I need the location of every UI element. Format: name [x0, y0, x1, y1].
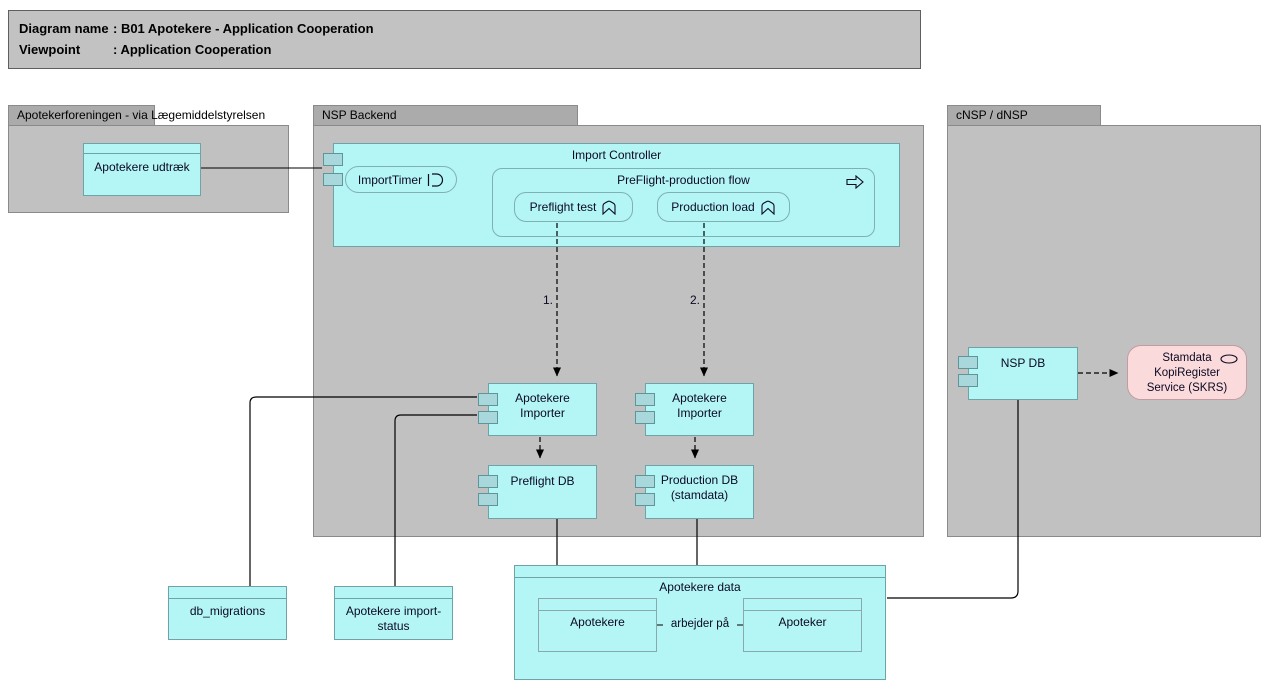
- group-nsp-backend-label: NSP Backend: [322, 108, 397, 122]
- node-preflight-db-label: Preflight DB: [510, 474, 575, 488]
- node-production-load[interactable]: Production load: [657, 192, 790, 222]
- node-apotekere-importer-production[interactable]: Apotekere Importer: [635, 383, 754, 436]
- component-port-icon: [635, 493, 655, 506]
- event-icon: [427, 172, 444, 187]
- node-db-migrations[interactable]: db_migrations: [168, 586, 287, 640]
- function-icon: [601, 200, 617, 215]
- data-object-band: [84, 144, 200, 154]
- diagram-name-value: : B01 Apotekere - Application Cooperatio…: [113, 21, 374, 36]
- node-production-db-label: Production DB (stamdata): [660, 473, 739, 502]
- node-preflight-production-flow-label: PreFlight-production flow: [617, 173, 750, 187]
- diagram-title-block: Diagram name : B01 Apotekere - Applicatio…: [8, 10, 921, 69]
- node-production-db[interactable]: Production DB (stamdata): [635, 465, 754, 519]
- node-apotekere-import-status-label: Apotekere import-status: [345, 604, 442, 633]
- data-object-band: [335, 587, 452, 599]
- node-production-load-label: Production load: [671, 200, 755, 214]
- node-apotekere-udtraek-label: Apotekere udtræk: [94, 160, 190, 174]
- node-skrs-service-label: Stamdata KopiRegister Service (SKRS): [1146, 352, 1228, 394]
- component-port-icon: [958, 356, 978, 369]
- data-object-band: [744, 599, 861, 611]
- group-apotekerforeningen-label: Apotekerforeningen - via Lægemiddelstyre…: [17, 108, 266, 122]
- data-object-band: [515, 566, 885, 578]
- node-apotekere-importer-production-label: Apotekere Importer: [672, 391, 727, 420]
- viewpoint-value: : Application Cooperation: [113, 42, 272, 57]
- node-preflight-test[interactable]: Preflight test: [514, 192, 633, 222]
- node-apotekere-data-label: Apotekere data: [659, 580, 741, 594]
- node-apotekere-import-status[interactable]: Apotekere import-status: [334, 586, 453, 640]
- node-import-timer[interactable]: ImportTimer: [345, 166, 457, 193]
- group-cnsp-dnsp-tab[interactable]: cNSP / dNSP: [947, 105, 1101, 126]
- node-preflight-db[interactable]: Preflight DB: [478, 465, 597, 519]
- component-port-icon: [323, 153, 343, 166]
- node-apotekere-importer-preflight[interactable]: Apotekere Importer: [478, 383, 597, 436]
- service-oval-icon: [1220, 354, 1238, 364]
- data-object-band: [169, 587, 286, 599]
- node-apoteker-object[interactable]: Apoteker: [743, 598, 862, 652]
- group-cnsp-dnsp-label: cNSP / dNSP: [956, 108, 1028, 122]
- connector-arbejder-paa-label: arbejder på: [663, 618, 737, 630]
- viewpoint-row: Viewpoint : Application Cooperation: [19, 39, 920, 60]
- component-port-icon: [478, 411, 498, 424]
- component-port-icon: [635, 393, 655, 406]
- node-apoteker-object-label: Apoteker: [778, 615, 827, 629]
- diagram-name-label: Diagram name: [19, 21, 109, 36]
- node-nsp-db[interactable]: NSP DB: [958, 347, 1078, 400]
- group-nsp-backend-tab[interactable]: NSP Backend: [313, 105, 578, 126]
- data-object-band: [539, 599, 656, 611]
- node-apotekere-udtraek[interactable]: Apotekere udtræk: [83, 143, 201, 196]
- component-port-icon: [478, 475, 498, 488]
- component-port-icon: [958, 374, 978, 387]
- node-skrs-service[interactable]: Stamdata KopiRegister Service (SKRS): [1127, 345, 1247, 400]
- viewpoint-label: Viewpoint: [19, 42, 81, 57]
- component-port-icon: [478, 493, 498, 506]
- component-port-icon: [635, 411, 655, 424]
- node-import-controller-label: Import Controller: [571, 148, 662, 162]
- node-import-timer-label: ImportTimer: [357, 172, 423, 187]
- process-arrow-icon: [846, 174, 864, 190]
- component-port-icon: [323, 173, 343, 186]
- node-preflight-test-label: Preflight test: [529, 200, 597, 214]
- component-port-icon: [635, 475, 655, 488]
- group-apotekerforeningen-tab[interactable]: Apotekerforeningen - via Lægemiddelstyre…: [8, 105, 265, 126]
- node-apotekere-importer-preflight-label: Apotekere Importer: [515, 391, 570, 420]
- node-db-migrations-label: db_migrations: [189, 604, 266, 618]
- node-apotekere-object-label: Apotekere: [570, 615, 625, 629]
- node-apotekere-object[interactable]: Apotekere: [538, 598, 657, 652]
- component-port-icon: [478, 393, 498, 406]
- group-cnsp-dnsp-body: [947, 125, 1261, 537]
- diagram-name-row: Diagram name : B01 Apotekere - Applicatio…: [19, 18, 920, 39]
- node-nsp-db-label: NSP DB: [1000, 356, 1046, 370]
- function-icon: [760, 200, 776, 215]
